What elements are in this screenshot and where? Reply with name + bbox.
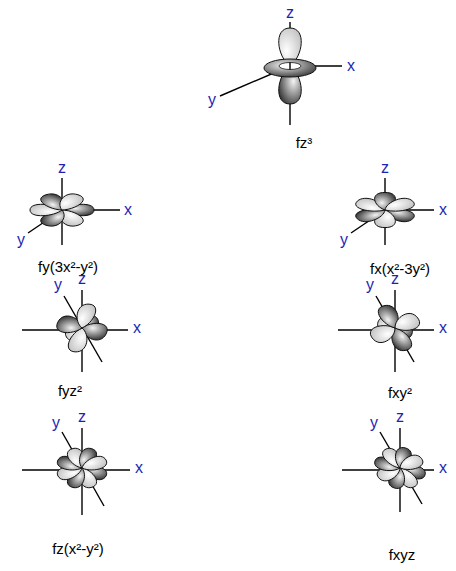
axis-label: y — [340, 232, 348, 248]
orbital-name: fz(x²-y²) — [52, 541, 104, 556]
axis-label: z — [391, 271, 399, 287]
orbital-figure — [351, 178, 434, 245]
axis-label: x — [135, 460, 143, 476]
orbital-lobe — [73, 304, 98, 329]
axis-label: x — [133, 320, 141, 336]
axis-label: y — [208, 92, 216, 108]
orbital-figure — [342, 428, 434, 512]
orbital-name: fyz² — [58, 383, 82, 398]
axis-label: z — [286, 5, 294, 21]
orbital-lobe — [380, 196, 418, 215]
orbital-name: fxy² — [388, 385, 412, 400]
axis-label: z — [78, 409, 86, 425]
orbital-figure — [22, 428, 130, 515]
orbital-figure — [338, 290, 434, 372]
axis-label: x — [439, 202, 447, 218]
orbital-lobe — [79, 454, 109, 473]
axis-label: z — [381, 160, 389, 176]
axis-label: y — [370, 415, 378, 431]
orbital-name: fx(x²-3y²) — [370, 261, 430, 276]
axis-label: x — [439, 460, 447, 476]
axis-label: x — [347, 58, 355, 74]
axis-label: x — [124, 202, 132, 218]
orbital-figure — [22, 290, 128, 372]
orbital-lobe — [390, 311, 423, 335]
axis-label: z — [58, 160, 66, 176]
orbital-figure — [220, 22, 342, 125]
orbital-ring — [264, 59, 316, 77]
orbital-lobe — [396, 453, 426, 474]
axis-label: x — [439, 320, 447, 336]
axis-label: y — [17, 232, 25, 248]
orbital-name: fy(3x²-y²) — [38, 259, 98, 274]
axis-line — [289, 63, 290, 70]
axis-label: z — [396, 409, 404, 425]
orbital-ring-hole — [279, 63, 301, 70]
orbital-name: fxyz — [389, 547, 416, 562]
orbital-figure — [28, 178, 120, 245]
axis-label: z — [78, 271, 86, 287]
axis-label: y — [366, 277, 374, 293]
axis-label: y — [54, 277, 62, 293]
orbital-lobe — [53, 192, 87, 213]
axis-label: y — [52, 415, 60, 431]
orbital-name: fz³ — [296, 135, 313, 150]
